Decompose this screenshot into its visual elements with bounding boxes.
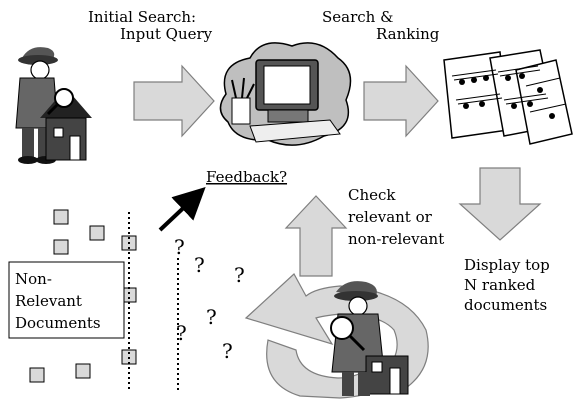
label-n-ranked: N ranked — [464, 276, 536, 294]
label-nonrelevant-2: Relevant — [15, 292, 82, 310]
feedback-pointer-arrow — [158, 187, 206, 232]
music-sheets-icon — [443, 49, 573, 145]
label-input-query: Input Query — [120, 25, 213, 43]
question-mark: ? — [194, 253, 205, 277]
label-documents: documents — [464, 296, 547, 314]
question-mark: ? — [234, 263, 245, 287]
doc-square — [29, 367, 45, 383]
doc-square — [53, 209, 69, 225]
arrow-down-display — [458, 167, 542, 241]
arrow-up-feedback — [284, 195, 348, 277]
detective-examining-icon — [330, 281, 409, 396]
label-initial-search: Initial Search: — [88, 8, 196, 26]
arrow-to-computer — [133, 64, 215, 138]
doc-square — [89, 225, 105, 241]
question-mark: ? — [174, 235, 185, 259]
question-mark: ? — [222, 339, 233, 363]
label-nonrelevant-3: Documents — [15, 314, 101, 332]
question-mark: ? — [206, 305, 217, 329]
label-relevant-or: relevant or — [348, 208, 433, 226]
label-check: Check — [348, 186, 396, 204]
question-mark: ? — [176, 321, 187, 345]
doc-square — [75, 363, 91, 379]
doc-square — [53, 239, 69, 255]
computer-icon — [219, 42, 352, 146]
detective-with-house-icon — [15, 47, 92, 164]
nonrelevant-box — [8, 261, 125, 339]
arrow-to-results — [363, 64, 439, 138]
label-non-relevant: non-relevant — [348, 230, 444, 248]
label-feedback: Feedback? — [206, 168, 287, 186]
label-display-top: Display top — [464, 256, 550, 274]
label-nonrelevant-1: Non- — [15, 270, 52, 288]
label-ranking: Ranking — [376, 25, 440, 43]
label-search-and: Search & — [322, 8, 393, 26]
document-squares — [29, 209, 137, 383]
